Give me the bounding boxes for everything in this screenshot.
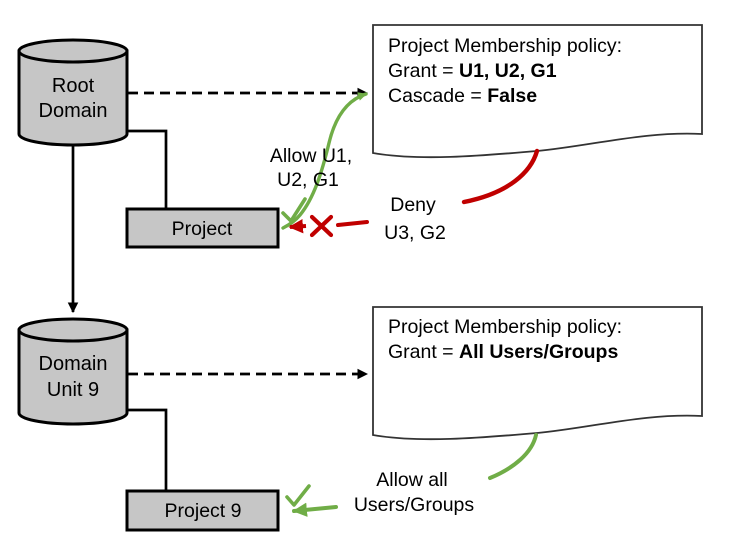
policy-doc-domain-unit9-title: Project Membership policy:	[388, 316, 622, 338]
elbow-domain-to-project9	[128, 408, 168, 490]
policy-doc-domain-unit9-grant: Grant = All Users/Groups	[388, 341, 618, 363]
elbow-root-to-project	[128, 129, 168, 208]
allow-check-icon-bottom	[285, 484, 311, 507]
grant-value: All Users/Groups	[459, 341, 618, 363]
policy-doc-root-title: Project Membership policy:	[388, 35, 622, 57]
deny-arrow-head	[288, 219, 307, 234]
allow-top-label-line2: U2, G1	[277, 169, 339, 191]
root-domain-label-line2: Domain	[39, 100, 108, 122]
grant-label: Grant =	[388, 60, 459, 82]
domain-unit9-cylinder-top	[17, 317, 129, 343]
green-allow-arrow-bottom	[292, 502, 338, 517]
domain-unit9-label-line1: Domain	[39, 353, 108, 375]
allow-top-label-line1: Allow U1,	[270, 145, 352, 167]
project-label: Project	[172, 218, 233, 240]
root-domain-label-line1: Root	[52, 75, 95, 97]
allow-bottom-label-line1: Allow all	[376, 469, 448, 491]
domain-unit9-cylinder-body	[17, 328, 129, 426]
policy-doc-root: Project Membership policy: Grant = U1, U…	[372, 24, 703, 159]
green-allow-curve-bottom	[488, 433, 538, 480]
root-domain-cylinder-body	[17, 49, 129, 147]
project-node: Project	[125, 207, 280, 249]
project9-node: Project 9	[125, 489, 280, 532]
grant-label: Grant =	[388, 341, 459, 363]
deny-x-icon	[309, 214, 334, 238]
deny-label-line1: Deny	[390, 194, 436, 216]
policy-doc-root-grant: Grant = U1, U2, G1	[388, 60, 557, 82]
domain-unit9-label-line2: Unit 9	[47, 379, 99, 401]
policy-doc-domain-unit9-shape	[372, 306, 703, 441]
grant-value: U1, U2, G1	[459, 60, 557, 82]
red-deny-curve	[461, 148, 540, 205]
project-box	[125, 207, 280, 249]
root-domain-node: Root Domain	[17, 38, 129, 147]
allow-bottom-label-line2: Users/Groups	[354, 494, 475, 516]
domain-unit9-node: Domain Unit 9	[17, 317, 129, 426]
cascade-label: Cascade =	[388, 85, 487, 107]
policy-doc-root-cascade: Cascade = False	[388, 85, 537, 107]
project9-label: Project 9	[165, 500, 242, 522]
root-domain-cylinder-top	[17, 38, 129, 64]
deny-arrow-tail	[336, 220, 369, 227]
project9-box	[125, 489, 280, 532]
cascade-value: False	[487, 85, 537, 107]
deny-label-line2: U3, G2	[384, 222, 446, 244]
policy-doc-domain-unit9: Project Membership policy: Grant = All U…	[372, 306, 703, 441]
